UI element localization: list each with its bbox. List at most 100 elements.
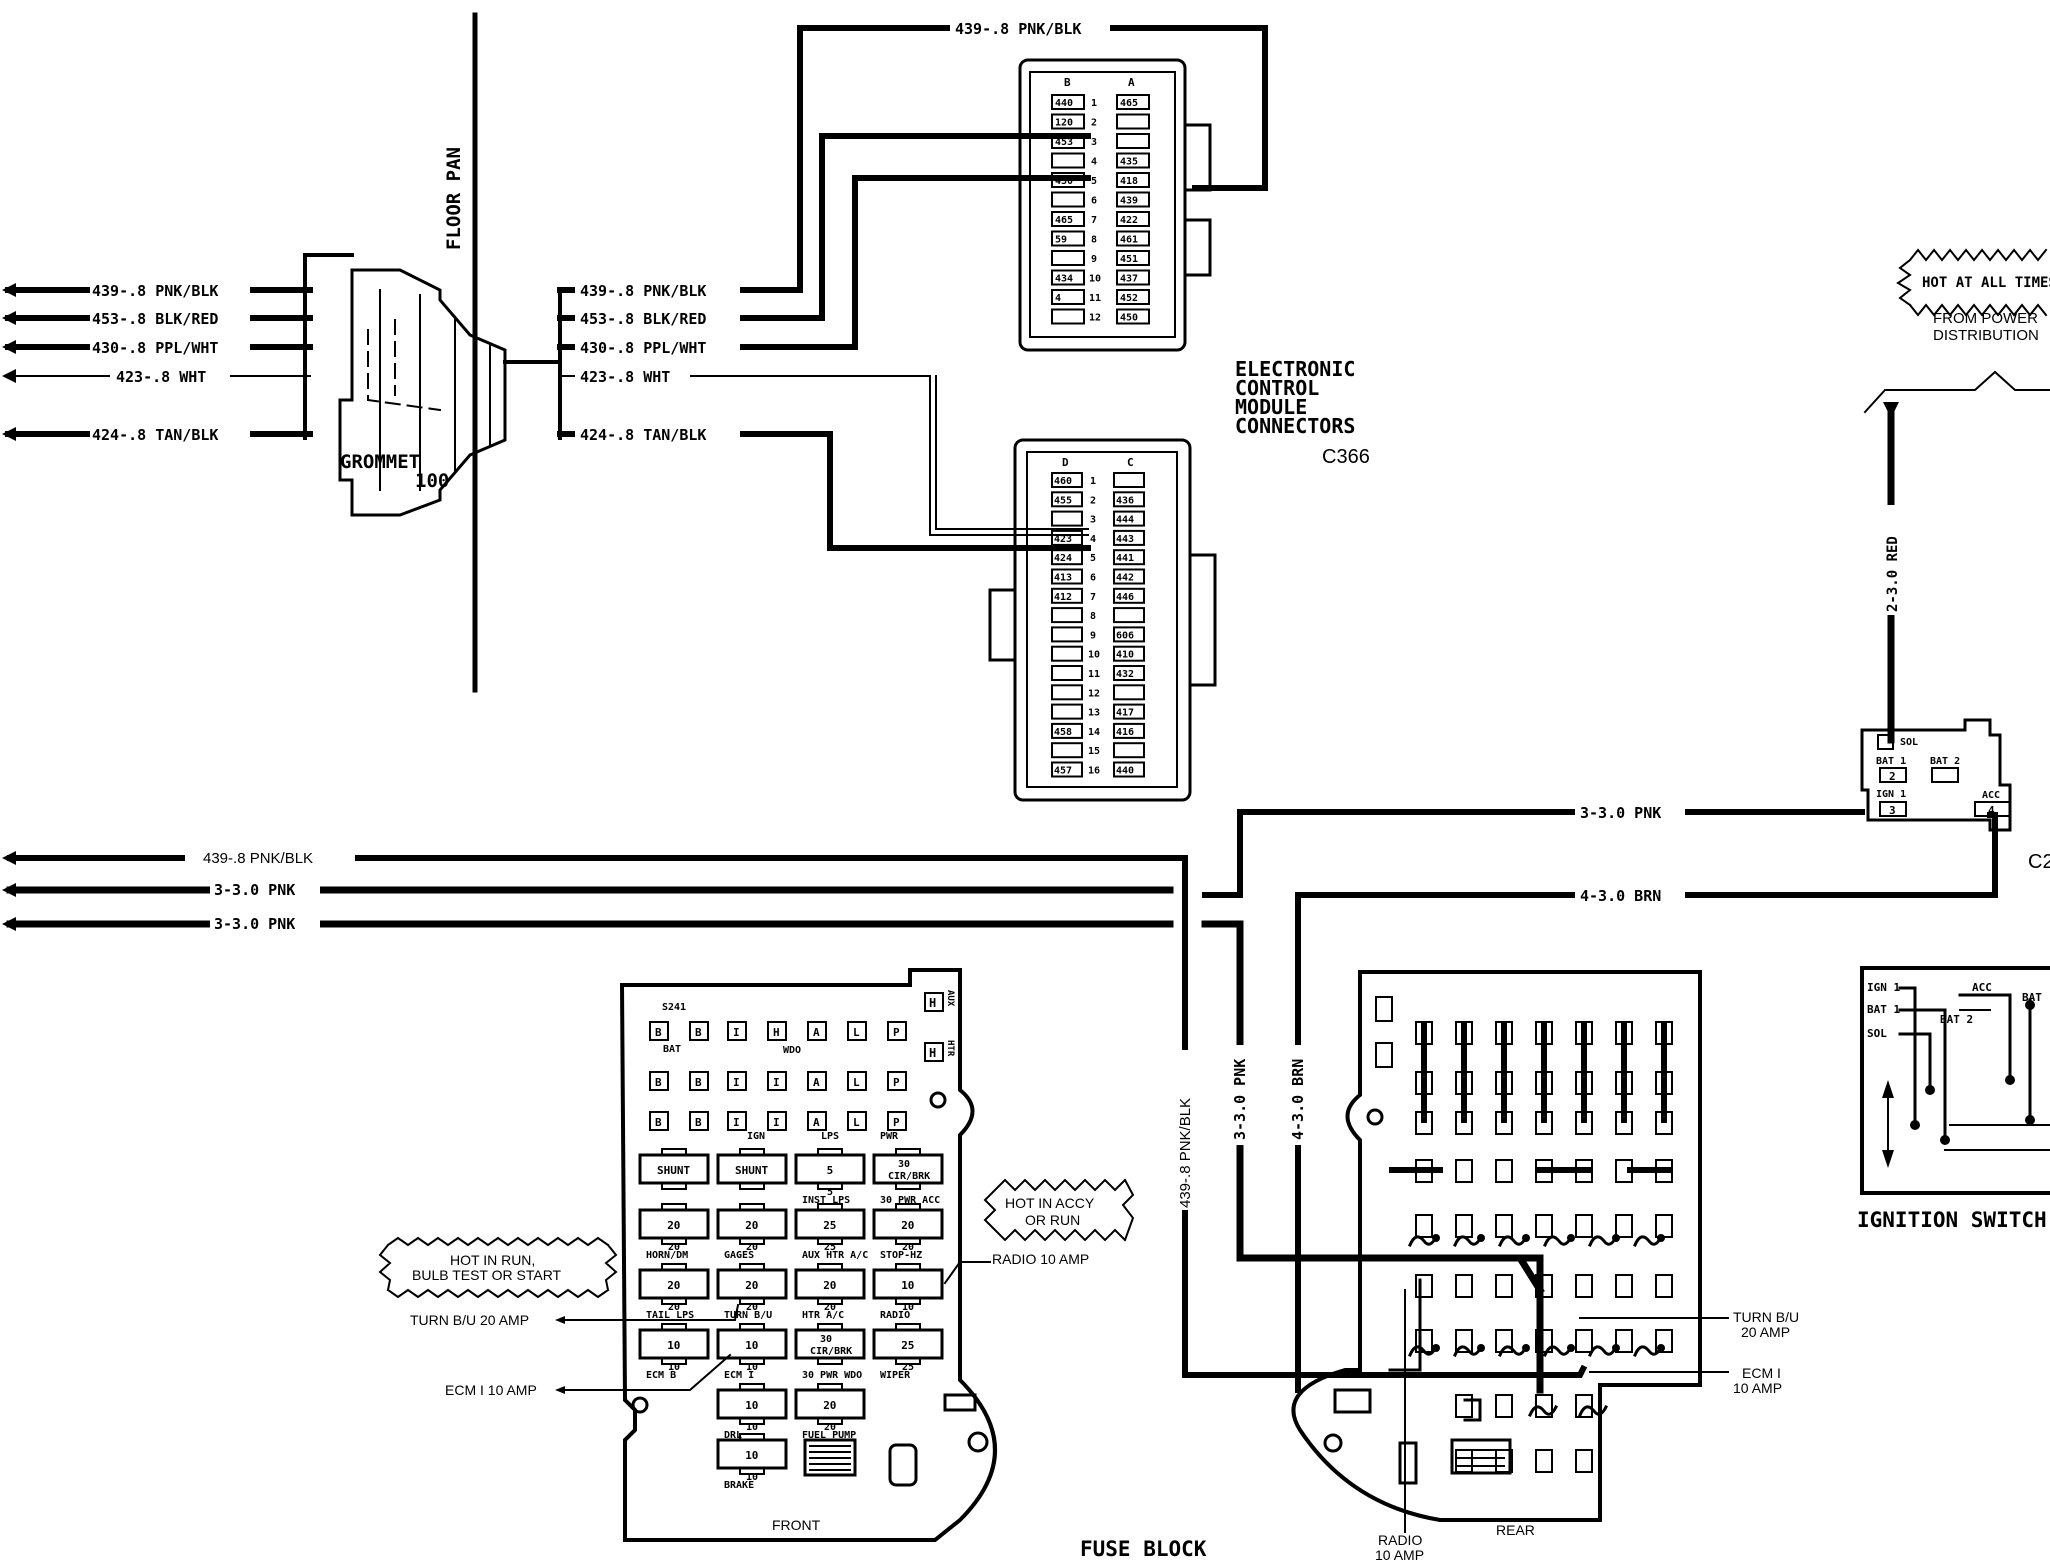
front-lps: LPS — [821, 1131, 839, 1142]
sc-pin-acc: 4 — [1988, 804, 1995, 817]
front-fuse-value: 20 — [901, 1219, 914, 1232]
left-wires — [2, 280, 313, 444]
front-terminal — [727, 1111, 747, 1131]
front-fuse-rating: 10 — [746, 1362, 758, 1373]
right-wire-430: 430-.8 PPL/WHT — [580, 339, 706, 357]
rear-terminal — [1575, 1449, 1593, 1473]
ecm-upper-cavity-a — [1116, 172, 1150, 188]
from-power-2: DISTRIBUTION — [1933, 327, 2039, 344]
ecm-upper-pin-number: 8 — [1091, 235, 1097, 246]
ecm-lower-pin-number: 1 — [1090, 476, 1096, 487]
front-s241: S241 — [662, 1002, 686, 1013]
ecm-lower-cavity-d — [1051, 665, 1083, 681]
rear-terminal — [1575, 1329, 1593, 1353]
front-fuse-value: 20 — [823, 1279, 836, 1292]
rear-terminal — [1535, 1214, 1553, 1238]
left-wire-423: 423-.8 WHT — [116, 368, 206, 386]
ecm-lower-pin-number: 3 — [1090, 515, 1096, 526]
ecm-upper-circuit-a: 461 — [1120, 235, 1138, 246]
front-fuse-value: 20 — [667, 1279, 680, 1292]
ecm-lower-cavity-d — [1051, 722, 1083, 739]
front-terminal-letter: B — [655, 1026, 662, 1039]
ecm-upper-circuit-a: 422 — [1120, 215, 1138, 226]
front-terminal — [727, 1021, 747, 1041]
front-fuse-block — [619, 968, 997, 1542]
ecm-lower-cavity-d — [1051, 607, 1083, 624]
ignition-switch: IGN 1 BAT 1 SOL ACC BAT 2 BAT — [1860, 966, 2050, 1195]
front-fuse-value-2: CIR/BRK — [888, 1171, 930, 1182]
rear-terminal — [1415, 1274, 1433, 1298]
ecm-lower-circuit-d: 458 — [1054, 727, 1072, 738]
front-terminal — [767, 1111, 787, 1131]
front-aux-h: H — [929, 996, 936, 1010]
ecm-upper-cavity-a — [1116, 211, 1150, 227]
ecm-upper-cavity-b — [1051, 269, 1085, 286]
right-wire-439: 439-.8 PNK/BLK — [580, 282, 706, 300]
ecm-lower-pin-number: 5 — [1090, 553, 1096, 564]
ecm-lower-circuit-c: 416 — [1116, 727, 1134, 738]
ecm-lower-circuit-c: 440 — [1116, 766, 1134, 777]
ecm-lower-cavity-c — [1113, 645, 1145, 662]
ecm-lower-pin-number: 10 — [1088, 650, 1100, 661]
ign-acc: ACC — [1972, 981, 1992, 994]
front-fuse-rating: 20 — [746, 1302, 758, 1313]
front-fuse-circuit: GAGES — [724, 1250, 754, 1261]
left-wire-424: 424-.8 TAN/BLK — [92, 426, 218, 444]
ecm-lower-circuit-d: 424 — [1054, 553, 1072, 564]
ecm-upper-cavity-a — [1116, 94, 1150, 110]
fuse-block-title: FUSE BLOCK — [1080, 1537, 1207, 1561]
ecm-upper-cavity-b — [1051, 230, 1085, 247]
front-fuse-value: SHUNT — [735, 1164, 768, 1177]
rear-terminal — [1455, 1274, 1473, 1298]
rear-terminal — [1495, 1329, 1513, 1353]
front-fuse-value: 10 — [745, 1449, 758, 1462]
front-fuse-value: 10 — [745, 1399, 758, 1412]
front-fuse-circuit: 30 PWR WDO — [802, 1370, 862, 1381]
hot-accy-2: OR RUN — [1025, 1212, 1080, 1228]
ecm-lower-cavity-d — [1051, 568, 1083, 585]
front-terminal — [649, 1111, 669, 1131]
hot-accy-1: HOT IN ACCY — [1005, 1195, 1095, 1211]
front-terminal-letter: B — [695, 1116, 702, 1129]
ecm-lower-cavity-c — [1113, 607, 1145, 624]
left-wire-439: 439-.8 PNK/BLK — [92, 282, 218, 300]
front-terminal — [767, 1021, 787, 1041]
ecm-lower-circuit-c: 436 — [1116, 495, 1134, 506]
rear-terminal — [1495, 1449, 1513, 1473]
rear-terminal — [1575, 1274, 1593, 1298]
mid-wire-439-label: 439-.8 PNK/BLK — [203, 850, 313, 867]
ecm-upper-cavity-b — [1051, 308, 1085, 325]
radio-10-amp: RADIO 10 AMP — [992, 1251, 1089, 1267]
hot-at-all-times-burst — [1896, 248, 2048, 317]
front-htr-text: HTR — [945, 1040, 955, 1057]
front-fuse-circuit: 30 PWR ACC — [880, 1195, 940, 1206]
front-terminal-letter: L — [853, 1116, 860, 1129]
ecm-lower-pin-number: 13 — [1088, 708, 1100, 719]
rear-terminal — [1575, 1214, 1593, 1238]
front-terminal-letter: B — [695, 1026, 702, 1039]
ecm-lower-pin-number: 12 — [1088, 688, 1100, 699]
floor-pan-label: FLOOR PAN — [443, 147, 465, 250]
ecm-lower-circuit-c: 606 — [1116, 630, 1134, 641]
ecm-lower-cavity-c — [1113, 491, 1145, 508]
ecm-upper-cavity-a — [1116, 250, 1150, 266]
mid-wire-pnk-right-label: 3-3.0 PNK — [1580, 804, 1661, 822]
ign-bat2: BAT 2 — [1940, 1013, 1973, 1026]
ecm-upper-circuit-b: 440 — [1055, 98, 1073, 109]
front-fuse-circuit: WIPER — [880, 1370, 911, 1381]
ecm-lower-cavity-c — [1113, 568, 1145, 585]
switch-connector-code: C2 — [2028, 851, 2050, 873]
radio-right-1: RADIO — [1378, 1532, 1422, 1548]
rear-terminal — [1655, 1214, 1673, 1238]
ecm-lower-cavity-c — [1113, 761, 1145, 778]
ecm-lower-pin-number: 9 — [1090, 630, 1096, 641]
ecm-lower-cavity-c — [1113, 472, 1145, 488]
ecm-upper-circuit-a: 437 — [1120, 274, 1138, 285]
front-fuse-circuit: ECM B — [646, 1370, 676, 1381]
ecm-col-d: D — [1062, 456, 1069, 469]
ecm-upper-cavity-a — [1116, 230, 1150, 247]
front-fuse-circuit: ECM I — [724, 1370, 754, 1381]
front-ign: IGN — [747, 1131, 765, 1142]
